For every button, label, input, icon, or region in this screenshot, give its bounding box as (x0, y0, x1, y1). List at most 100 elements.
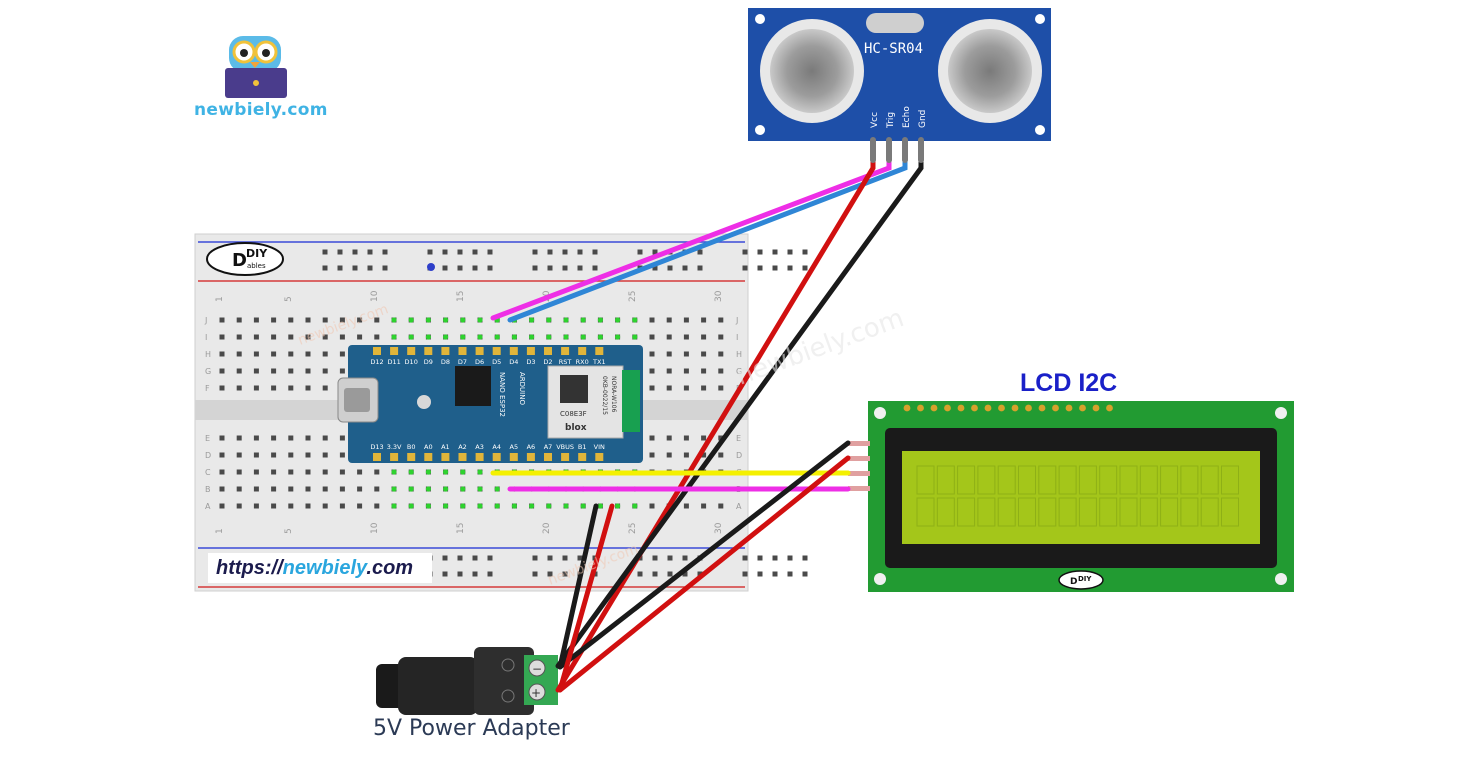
connected-hole (443, 469, 449, 475)
connected-hole (563, 503, 569, 509)
site-url[interactable]: https://newbiely.com (208, 553, 432, 583)
breadboard-hole (339, 351, 345, 357)
breadboard-hole (305, 317, 311, 323)
power-rail-hole (532, 265, 538, 271)
power-rail-hole (322, 249, 328, 255)
lcd-header-pin (971, 404, 978, 412)
module-id: NORA-W106 (610, 376, 617, 413)
lcd-cell (1058, 465, 1077, 495)
connected-hole (597, 334, 604, 340)
breadboard-hole (271, 452, 277, 458)
power-rail-hole (772, 555, 778, 561)
breadboard-hole (253, 317, 259, 323)
pin-pad (475, 453, 484, 461)
breadboard-hole (666, 317, 672, 323)
power-rail-hole (472, 571, 478, 577)
pin-label-top: D12 (370, 358, 383, 366)
column-number-bottom: 10 (370, 522, 380, 534)
breadboard-hole (357, 317, 363, 323)
connected-hole (443, 486, 449, 492)
power-rail-hole (667, 571, 673, 577)
row-letter: A (205, 502, 211, 511)
lcd-cell (977, 465, 996, 495)
lcd-cell (1119, 497, 1138, 527)
lcd-cell (957, 497, 976, 527)
pin-label-bottom: A7 (544, 443, 553, 451)
column-number-bottom: 15 (456, 523, 466, 534)
pin-label-bottom: A4 (492, 443, 501, 451)
lcd-cell (1160, 465, 1179, 495)
connected-hole (529, 317, 535, 323)
connected-hole (632, 334, 638, 340)
breadboard-hole (718, 385, 724, 391)
connected-hole (477, 486, 483, 492)
power-rail-hole (757, 555, 763, 561)
breadboard-hole (683, 317, 689, 323)
url-prefix: https:// (216, 557, 283, 579)
connected-hole (477, 317, 483, 323)
breadboard-hole (649, 452, 655, 458)
breadboard-hole (322, 368, 328, 374)
breadboard-hole (305, 435, 311, 441)
breadboard-hole (271, 385, 277, 391)
pin-label-bottom: VBUS (556, 443, 574, 451)
power-rail-hole (352, 249, 358, 255)
breadboard-hole (339, 317, 345, 323)
column-number-top: 15 (456, 291, 466, 302)
lcd-cell (936, 497, 955, 527)
breadboard-hole (305, 351, 311, 357)
pin-pad (407, 347, 416, 355)
lcd-header-pin (1065, 404, 1073, 412)
power-rail-hole (652, 555, 658, 561)
power-rail-hole (787, 249, 793, 255)
breadboard-hole (701, 334, 707, 340)
power-rail-hole (697, 571, 703, 577)
lcd-cell (1018, 497, 1036, 527)
breadboard-hole (236, 435, 242, 441)
power-rail-hole (442, 571, 448, 577)
adapter-plus: + (531, 686, 541, 700)
breadboard-hole (288, 452, 294, 458)
power-rail-hole (757, 265, 763, 271)
column-number-top: 5 (284, 296, 294, 302)
lcd-cell (1180, 465, 1199, 495)
breadboard-hole (322, 334, 328, 340)
breadboard-hole (253, 334, 259, 340)
breadboard-hole (339, 368, 345, 374)
lcd-header-pin (984, 404, 992, 412)
power-rail-hole (637, 249, 643, 255)
power-rail-hole (652, 249, 658, 255)
connected-hole (546, 503, 552, 509)
breadboard-hole (271, 334, 277, 340)
pin-pad (595, 347, 604, 355)
lcd-cell (1200, 497, 1219, 527)
pin-label-bottom: A0 (424, 443, 433, 451)
breadboard-hole (322, 486, 328, 492)
lcd-cell (1058, 497, 1077, 527)
breadboard-marker (427, 263, 435, 271)
newbiely-logo-icon (225, 36, 287, 98)
pin-pad (544, 453, 552, 461)
breadboard-hole (683, 368, 689, 374)
pin-label-bottom: A3 (475, 443, 484, 451)
power-rail-hole (427, 249, 433, 255)
pin-label-bottom: VIN (594, 443, 605, 451)
breadboard-hole (271, 368, 277, 374)
row-letter: J (735, 316, 738, 325)
breadboard-hole (288, 435, 294, 441)
pin-pad (492, 453, 501, 461)
power-rail-hole (487, 265, 493, 271)
breadboard-hole (219, 452, 225, 458)
lcd-header-pin (930, 404, 938, 412)
pin-pad (578, 347, 587, 355)
lcd-header-pin (1106, 404, 1113, 412)
power-rail-hole (742, 265, 748, 271)
connected-hole (391, 503, 397, 509)
pin-pad (390, 453, 399, 461)
svg-text:newbiely.com: newbiely.com (732, 303, 908, 391)
power-rail-hole (487, 571, 493, 577)
pin-pad (424, 347, 433, 355)
row-letter: D (205, 451, 211, 460)
pin-label-top: D3 (526, 358, 535, 366)
lcd-cell (916, 497, 935, 527)
